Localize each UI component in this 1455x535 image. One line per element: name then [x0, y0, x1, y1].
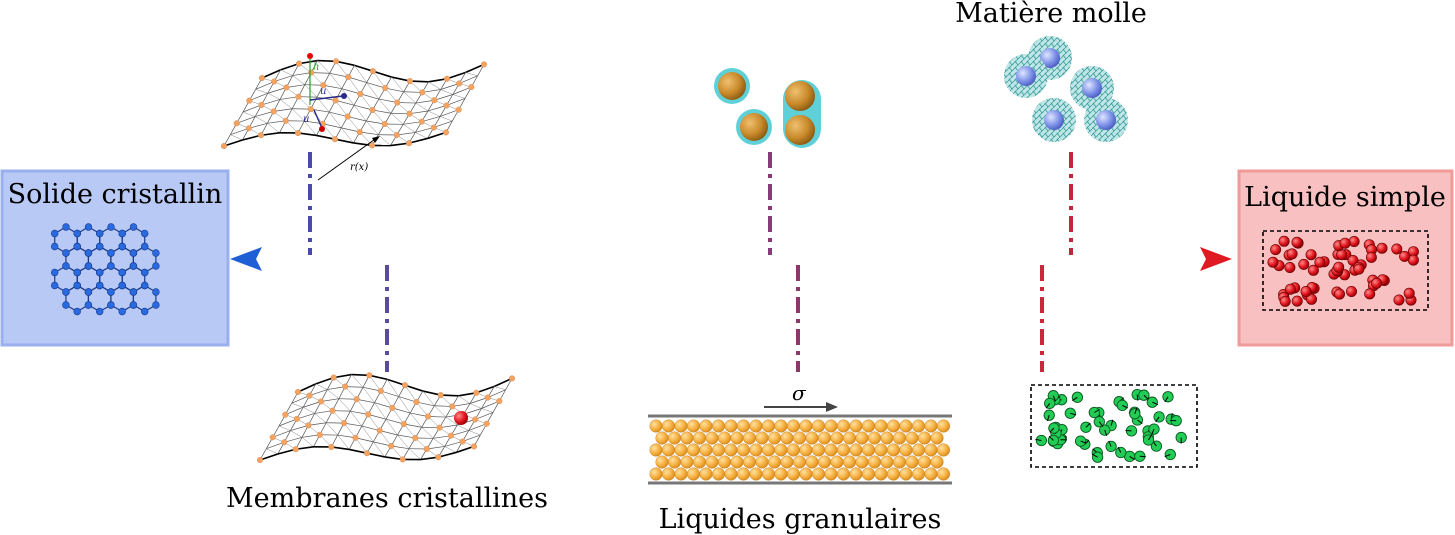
colloid-icon	[1004, 36, 1128, 142]
u-vector-label-2: u	[303, 114, 309, 125]
granular-bead-icon	[649, 419, 951, 481]
liquid-particles	[1267, 235, 1419, 307]
particle-icon	[1035, 388, 1187, 463]
h-vector-label: h	[313, 62, 319, 73]
r-vector-label: r(x)	[350, 162, 368, 173]
simple-liquid-box: Liquide simple	[1237, 169, 1454, 347]
phase-axis	[230, 247, 1232, 271]
simple-liquid-label: Liquide simple	[1244, 182, 1446, 213]
solid-crystal-box: Solide cristallin	[0, 169, 230, 347]
granular-shear-icon: σ	[648, 381, 952, 485]
connectors	[308, 152, 1073, 372]
solid-crystal-label: Solide cristallin	[8, 179, 223, 210]
active-particles-box	[1030, 384, 1198, 468]
soft-matter-label: Matière molle	[955, 0, 1147, 29]
u-vector-label-1: u	[320, 86, 326, 97]
axis-left-arrow-icon	[230, 247, 262, 271]
membrane-mesh-top-icon: h u u r(x)	[220, 53, 488, 181]
droplet-icon	[714, 68, 821, 148]
membrane-mesh-bottom-icon	[257, 372, 516, 464]
granular-label: Liquides granulaires	[659, 504, 942, 535]
membranes-label: Membranes cristallines	[226, 483, 548, 514]
honeycomb-lattice-icon	[50, 223, 160, 316]
axis-right-arrow-icon	[1200, 247, 1232, 271]
sigma-label: σ	[792, 381, 807, 405]
